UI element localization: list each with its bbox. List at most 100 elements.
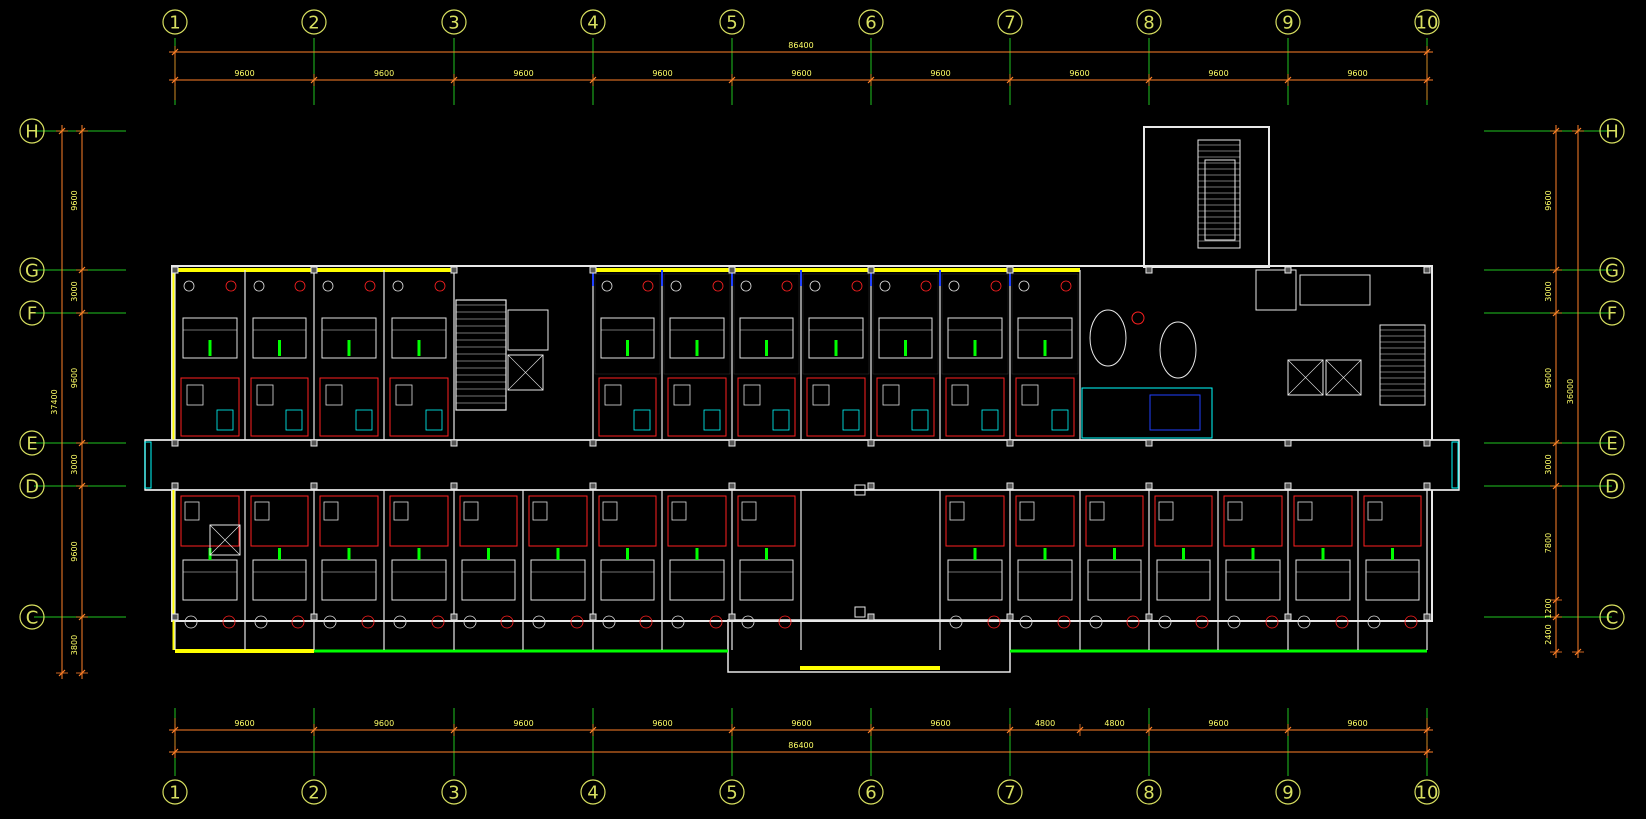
- dim-left-bays-text-3: 9600: [70, 368, 79, 388]
- south-bath-2: [250, 495, 309, 547]
- north-bath-8: [737, 377, 796, 437]
- axis-bubble-top-4-label: 4: [587, 13, 598, 34]
- south-bed-17: [1365, 559, 1420, 601]
- structural-column: [1423, 439, 1431, 447]
- structural-column: [589, 439, 597, 447]
- lounge-table-1: [1089, 309, 1127, 367]
- south-bath-16: [1293, 495, 1353, 547]
- structural-column: [1006, 439, 1014, 447]
- structural-column: [171, 482, 179, 490]
- structural-column: [1006, 266, 1014, 274]
- axis-bubble-right-h-circle: [1599, 118, 1625, 144]
- axis-bubble-top-5-label: 5: [726, 13, 737, 34]
- structural-column: [867, 613, 875, 621]
- dim-top-bays-text-3: 9600: [513, 69, 533, 78]
- axis-bubble-left-f-circle: [19, 300, 45, 326]
- south-bed-12: [1017, 559, 1073, 601]
- south-bath-6: [528, 495, 588, 547]
- axis-bubble-top-2-label: 2: [308, 13, 319, 34]
- dim-right-bays-text-6: 1200: [1544, 598, 1553, 618]
- dim-bottom-total-text-1: 86400: [788, 741, 813, 750]
- structural-column: [1284, 266, 1292, 274]
- dim-top-bays-text-8: 9600: [1208, 69, 1228, 78]
- south-bed-16: [1295, 559, 1351, 601]
- north-bath-1: [180, 377, 240, 437]
- axis-bubble-top-1-label: 1: [169, 13, 180, 34]
- structural-column: [171, 439, 179, 447]
- structural-column: [310, 482, 318, 490]
- structural-column: [1423, 613, 1431, 621]
- north-bath-2: [250, 377, 309, 437]
- structural-column: [1145, 266, 1153, 274]
- axis-bubble-top-9-label: 9: [1282, 13, 1293, 34]
- north-bed-4: [391, 317, 447, 359]
- dim-right-bays-text-3: 9600: [1544, 368, 1553, 388]
- south-bath-8: [667, 495, 727, 547]
- axis-bubble-top-4-circle: [580, 9, 606, 35]
- dim-top-bays-text-9: 9600: [1347, 69, 1367, 78]
- axis-bubble-left-g-label: G: [25, 261, 39, 282]
- dim-right-bays-text-7: 2400: [1544, 624, 1553, 644]
- dim-bottom-bays-text-3: 9600: [513, 719, 533, 728]
- dim-bottom-bays-text-9: 9600: [1208, 719, 1228, 728]
- north-bed-6: [600, 317, 655, 359]
- structural-column: [867, 266, 875, 274]
- dim-top-bays-text-5: 9600: [791, 69, 811, 78]
- structural-column: [728, 266, 736, 274]
- structural-column: [310, 266, 318, 274]
- structural-column: [728, 482, 736, 490]
- stair-flight: [1197, 139, 1241, 249]
- dim-bottom-bays-text-5: 9600: [791, 719, 811, 728]
- axis-bubble-right-f-label: F: [1607, 304, 1617, 325]
- north-bath-3: [319, 377, 379, 437]
- axis-bubble-bottom-4-label: 4: [587, 783, 598, 804]
- dim-right-total-text-1: 36000: [1566, 379, 1575, 404]
- axis-bubble-bottom-4-circle: [580, 779, 606, 805]
- core-elevator: [507, 354, 544, 391]
- north-bed-7: [669, 317, 725, 359]
- structural-column: [1284, 439, 1292, 447]
- dim-left-bays-text-2: 3000: [70, 281, 79, 301]
- axis-bubble-right-f-circle: [1599, 300, 1625, 326]
- structural-column: [1145, 439, 1153, 447]
- axis-bubble-top-6-label: 6: [865, 13, 876, 34]
- south-bath-9: [737, 495, 796, 547]
- south-bed-7: [600, 559, 655, 601]
- structural-column: [728, 439, 736, 447]
- structural-column: [1284, 482, 1292, 490]
- axis-bubble-right-h-label: H: [1605, 122, 1619, 143]
- south-bed-8: [669, 559, 725, 601]
- dim-right-bays-text-2: 3000: [1544, 281, 1553, 301]
- east-elevator-2: [1325, 359, 1362, 396]
- structural-column: [589, 482, 597, 490]
- south-bed-11: [947, 559, 1003, 601]
- north-bath-6: [598, 377, 657, 437]
- structural-column: [310, 439, 318, 447]
- axis-bubble-right-e-label: E: [1606, 434, 1617, 455]
- dimension-lines: 9600 9600 9600 9600 9600 9600 9600 9600 9600 8640…: [50, 41, 1584, 758]
- axis-bubble-left-e-circle: [19, 430, 45, 456]
- dim-top-total-text-1: 86400: [788, 41, 813, 50]
- lobby-column-2: [854, 484, 866, 496]
- east-stair: [1379, 324, 1426, 406]
- structural-column: [450, 266, 458, 274]
- axis-bubble-right-d-circle: [1599, 473, 1625, 499]
- structural-column: [867, 439, 875, 447]
- axis-bubble-left-e-label: E: [26, 434, 37, 455]
- axis-bubble-top-9-circle: [1275, 9, 1301, 35]
- axis-bubble-bottom-2-label: 2: [308, 783, 319, 804]
- south-bed-2: [252, 559, 307, 601]
- axis-bubble-right-g-label: G: [1605, 261, 1619, 282]
- north-bed-9: [808, 317, 864, 359]
- south-bed-13: [1087, 559, 1142, 601]
- axis-bubble-right-c-label: C: [1606, 608, 1619, 629]
- dim-top-bays-text-7: 9600: [1069, 69, 1089, 78]
- axis-bubble-left-g-circle: [19, 257, 45, 283]
- structural-column: [171, 266, 179, 274]
- lounge-table-2: [1159, 321, 1197, 379]
- stair-landing: [1204, 159, 1236, 241]
- axis-bubble-top-10-label: 10: [1416, 13, 1439, 34]
- structural-column: [1145, 482, 1153, 490]
